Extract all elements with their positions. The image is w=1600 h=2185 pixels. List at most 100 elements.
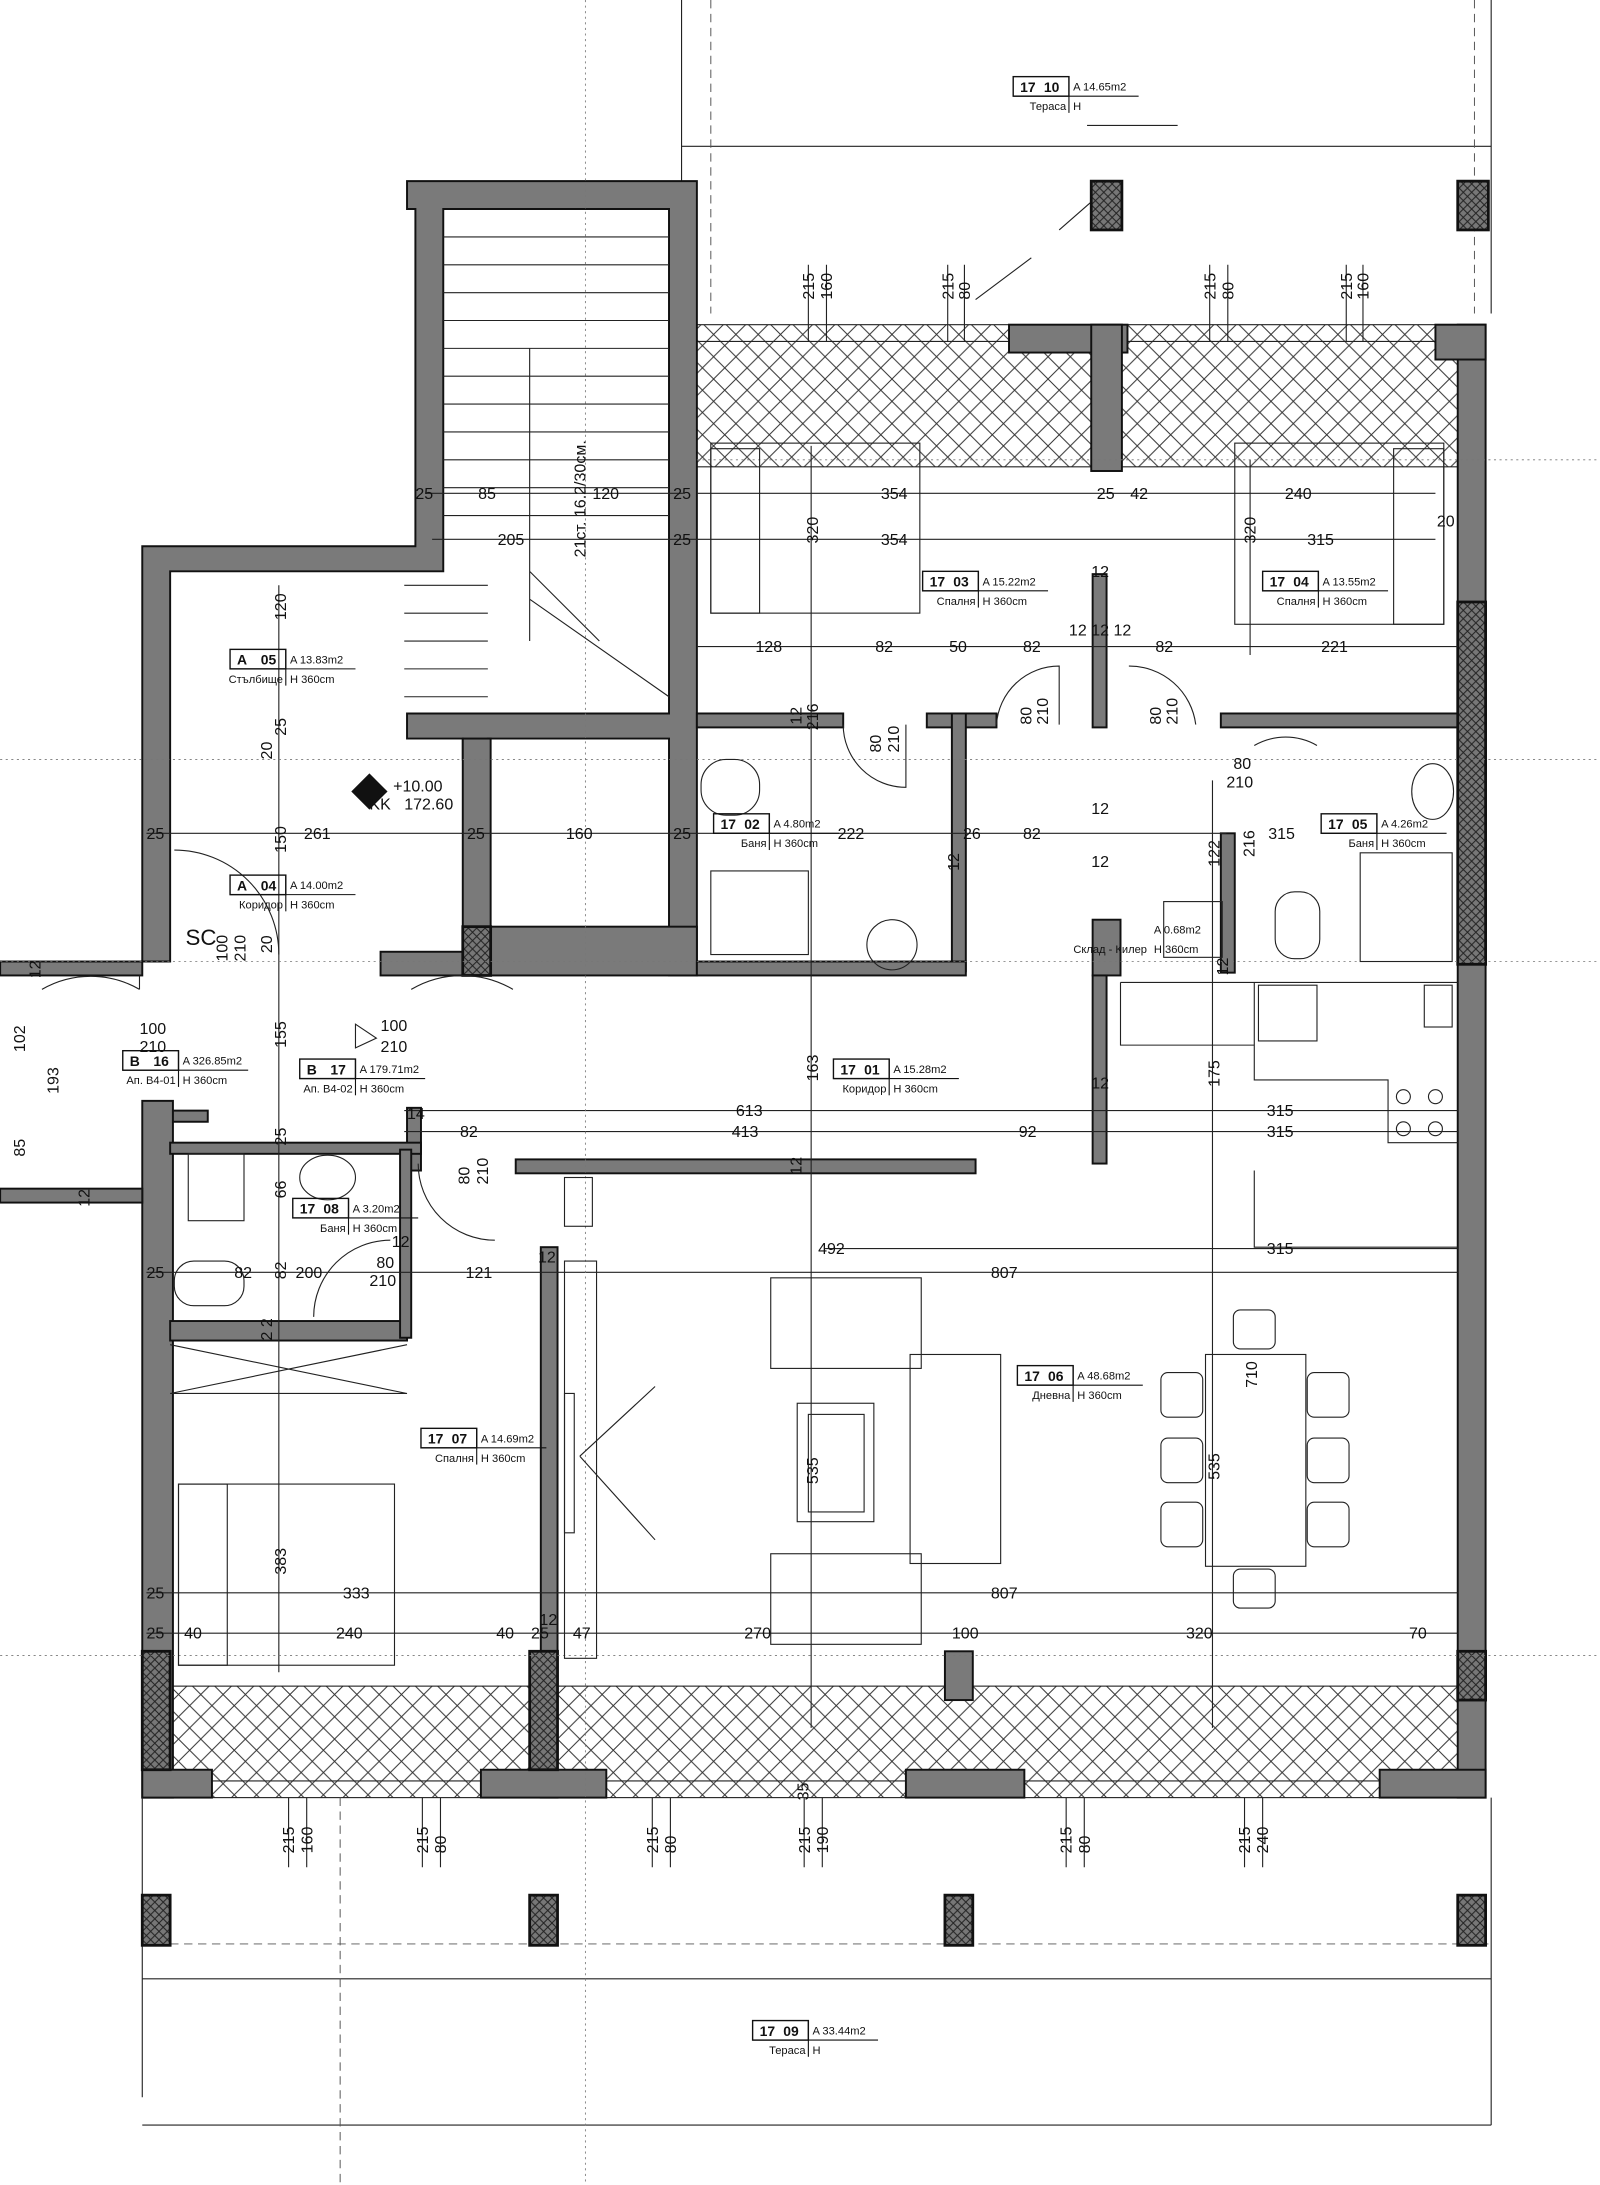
shower-17-08 — [187, 1153, 245, 1222]
room-name: Баня — [320, 1223, 346, 1235]
dimension-label: 315 — [1268, 825, 1295, 843]
dimension-label: 25 — [673, 825, 691, 843]
chairs — [1160, 1309, 1350, 1609]
room-height: H — [1073, 101, 1081, 113]
door-size-label: 210 — [474, 1158, 492, 1185]
room-area: A 13.83m2 — [290, 654, 343, 666]
dimension-label: 25 — [146, 1584, 164, 1602]
dimension-label: 66 — [272, 1180, 290, 1198]
dimension-label: 12 — [787, 707, 805, 725]
shower-17-05 — [1359, 852, 1453, 963]
dimension-label: 215 — [1338, 273, 1356, 300]
dimension-label: 92 — [1019, 1123, 1037, 1141]
room-id-b: 06 — [1048, 1368, 1064, 1384]
balcony-hatch-bottom — [169, 1685, 1459, 1799]
room-id-a: B — [307, 1061, 317, 1077]
door-size-label: 100 — [381, 1017, 408, 1035]
dimension-label: 40 — [184, 1625, 202, 1643]
dimension-label: 200 — [296, 1264, 323, 1282]
dimension-label: 122 — [1205, 840, 1223, 867]
dimension-label: 215 — [280, 1827, 298, 1854]
dimension-label: 240 — [1254, 1827, 1272, 1854]
room-height: H 360cm — [353, 1223, 398, 1235]
door-size-label: 80 — [867, 735, 885, 753]
dimension-label: 128 — [755, 638, 782, 656]
furniture — [170, 442, 1458, 1666]
room-area: A 0.68m2 — [1154, 925, 1201, 937]
room-name: Ап. B4-01 — [126, 1075, 175, 1087]
dimension-label: 354 — [881, 485, 908, 503]
dimension-label: 102 — [11, 1025, 29, 1052]
dimension-label: 492 — [818, 1240, 845, 1258]
room-area: A 4.80m2 — [774, 819, 821, 831]
room-area: A 4.26m2 — [1381, 819, 1428, 831]
stair-note: 21ст. 16.2/30см. — [571, 440, 589, 557]
dimension-label: 35 — [794, 1782, 812, 1800]
room-height: H 360cm — [1323, 596, 1368, 608]
door-size-label: 80 — [376, 1254, 394, 1272]
door-size-label: 210 — [231, 935, 249, 962]
room-area: A 3.20m2 — [353, 1203, 400, 1215]
dimension-label: 85 — [11, 1139, 29, 1157]
dimension-label: 25 — [1097, 485, 1115, 503]
dimension-label: 82 — [272, 1261, 290, 1279]
shower-17-02 — [710, 870, 809, 956]
room-name: Дневна — [1032, 1390, 1071, 1402]
dimension-label: 710 — [1243, 1361, 1261, 1388]
room-id-a: 17 — [1270, 574, 1286, 590]
dimension-label: 535 — [804, 1457, 822, 1484]
room-area: A 15.22m2 — [983, 576, 1036, 588]
room-area: A 14.00m2 — [290, 880, 343, 892]
dimension-label: 120 — [592, 485, 619, 503]
door-size-label: 210 — [139, 1038, 166, 1056]
dimension-label: 40 — [496, 1625, 514, 1643]
room-id-b: 01 — [864, 1061, 880, 1077]
shaft-label: SC — [185, 925, 216, 950]
sink — [1257, 984, 1318, 1042]
room-name: Коридор — [239, 900, 283, 912]
dimension-label: 12 — [75, 1189, 93, 1207]
door-size-label: 210 — [1034, 698, 1052, 725]
dimension-label: 12 — [1091, 563, 1109, 581]
room-id-a: 17 — [840, 1061, 856, 1077]
dimension-label: 222 — [838, 825, 865, 843]
door-size-label: 100 — [213, 935, 231, 962]
dimension-label: 20 — [1437, 513, 1455, 531]
room-name: Тераса — [769, 2045, 806, 2057]
dining-table — [1204, 1353, 1307, 1567]
dimension-label: 82 — [1023, 825, 1041, 843]
room-id-b: 03 — [953, 574, 969, 590]
dimension-label: 12 — [538, 1249, 556, 1267]
dimension-label: 807 — [991, 1584, 1018, 1602]
dimension-label: 315 — [1267, 1240, 1294, 1258]
dimension-label: 320 — [804, 517, 822, 544]
dimension-label: 82 — [875, 638, 893, 656]
room-id-a: 17 — [1020, 79, 1036, 95]
dimension-label: 20 — [258, 935, 276, 953]
room-height: H 360cm — [290, 900, 335, 912]
dimension-label: 215 — [414, 1827, 432, 1854]
dimension-label: 25 — [146, 1625, 164, 1643]
dimension-label: 121 — [466, 1264, 493, 1282]
dimension-label: 25 — [272, 1128, 290, 1146]
kk-label: KK — [369, 796, 391, 814]
dimension-label: 25 — [415, 485, 433, 503]
staircase — [404, 236, 670, 698]
dimension-label: 155 — [272, 1021, 290, 1048]
room-height: H 360cm — [183, 1075, 228, 1087]
dimension-label: 82 — [1023, 638, 1041, 656]
dimension-label: 82 — [1155, 638, 1173, 656]
door-size-label: 210 — [1226, 773, 1253, 791]
dimension-label: 12 — [787, 1157, 805, 1175]
dimension-label: 270 — [744, 1625, 771, 1643]
room-height: H 360cm — [983, 596, 1028, 608]
dimension-label: 12 — [1214, 958, 1232, 976]
level-value: +10.00 — [393, 778, 443, 796]
kk-value: 172.60 — [404, 796, 453, 814]
